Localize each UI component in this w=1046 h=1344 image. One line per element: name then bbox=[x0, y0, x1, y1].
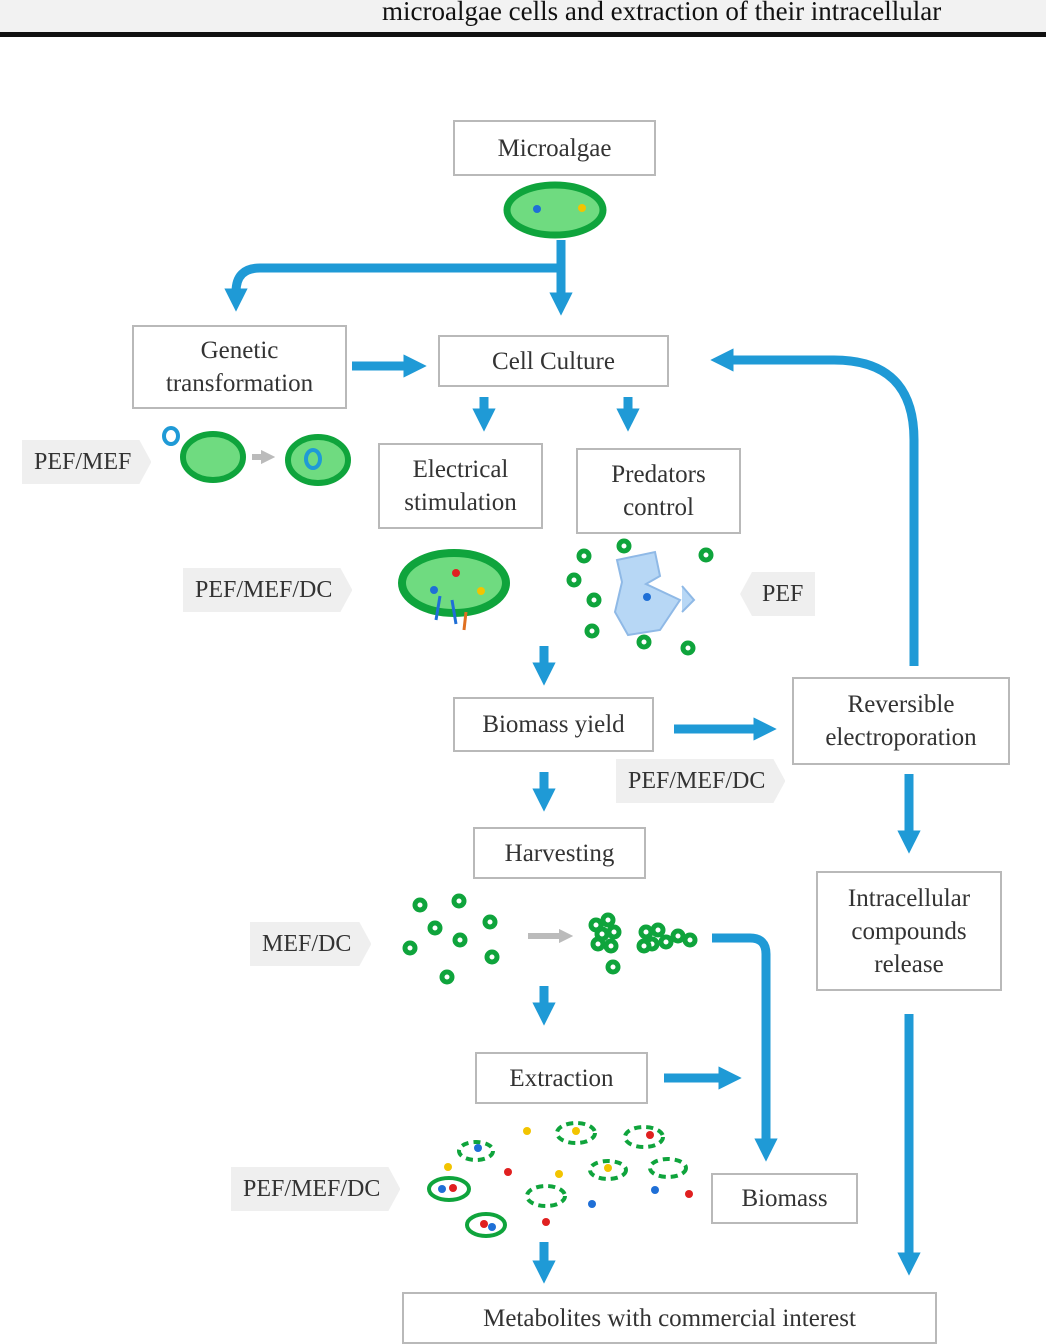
reversible-electroporation-box: Reversible electroporation bbox=[792, 677, 1010, 765]
tag-extraction-pef-mef-dc: PEF/MEF/DC bbox=[231, 1167, 400, 1211]
tag-electrical-pef-mef-dc: PEF/MEF/DC bbox=[183, 568, 352, 612]
arrow-microalgae-split bbox=[236, 240, 566, 300]
microalgae-box: Microalgae bbox=[453, 120, 656, 176]
intracellular-release-box: Intracellular compounds release bbox=[816, 871, 1002, 991]
electrical-stimulation-cell-icon bbox=[398, 549, 510, 631]
tag-harvesting-mef-dc: MEF/DC bbox=[250, 922, 371, 966]
tag-predators-pef: PEF bbox=[740, 572, 816, 616]
harvesting-box: Harvesting bbox=[473, 827, 646, 879]
tag-electroporation-pef-mef-dc: PEF/MEF/DC bbox=[616, 759, 785, 803]
genetic-transformation-box: Genetic transformation bbox=[132, 325, 347, 409]
cell-culture-box: Cell Culture bbox=[438, 335, 669, 387]
arrow-cells-to-biomass bbox=[712, 933, 778, 1162]
metabolites-box: Metabolites with commercial interest bbox=[402, 1292, 937, 1344]
extraction-cells-icon bbox=[427, 1121, 693, 1238]
arrow-loop-to-culture bbox=[710, 348, 919, 666]
harvesting-cells-icon bbox=[402, 893, 698, 985]
extraction-box: Extraction bbox=[475, 1052, 648, 1104]
genetic-transformation-icon bbox=[162, 426, 351, 486]
biomass-box: Biomass bbox=[711, 1173, 858, 1224]
header-text: microalgae cells and extraction of their… bbox=[382, 0, 942, 26]
header-bar: microalgae cells and extraction of their… bbox=[0, 0, 1046, 37]
microalgae-cell-icon bbox=[503, 181, 607, 239]
biomass-yield-box: Biomass yield bbox=[453, 697, 654, 752]
electrical-stimulation-box: Electrical stimulation bbox=[378, 443, 543, 529]
tag-genetic-pef-mef: PEF/MEF bbox=[22, 440, 151, 484]
predators-control-box: Predators control bbox=[576, 448, 741, 534]
predators-control-icon bbox=[566, 538, 714, 656]
